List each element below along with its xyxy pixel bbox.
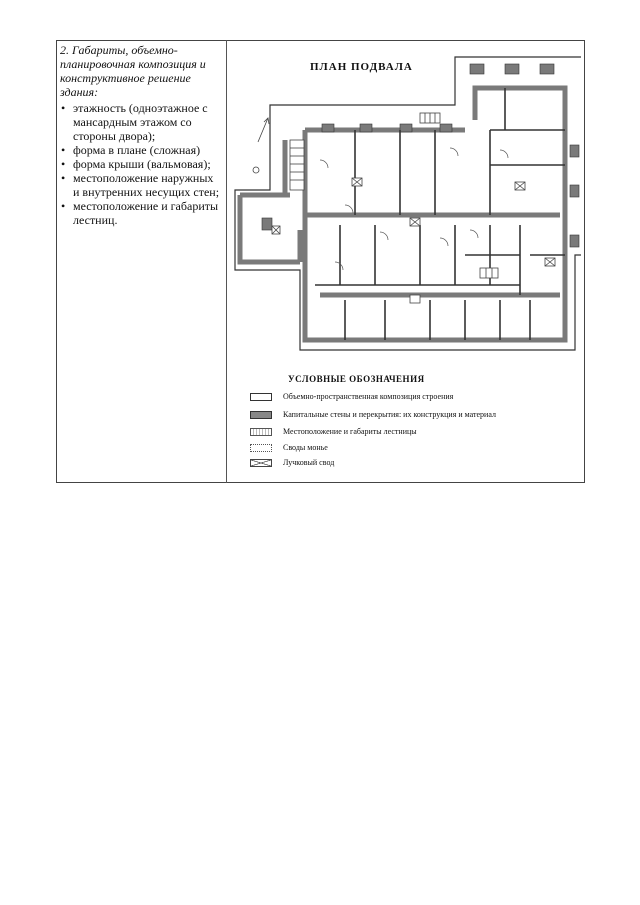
list-item: местоположение наружных и внутренних нес…	[60, 171, 222, 199]
door-swings	[319, 147, 509, 271]
legend-item-vault: Своды моньe	[250, 442, 328, 453]
legend-swatch-stairs	[250, 427, 272, 436]
vault-markers	[271, 177, 556, 304]
legend-item-outline: Объемно-пространственная композиция стро…	[250, 391, 453, 402]
column-divider	[226, 40, 227, 483]
interior-walls	[315, 88, 565, 340]
legend-item-walls: Капитальные стены и перекрытия: их конст…	[250, 409, 496, 420]
north-arrow	[252, 117, 270, 174]
list-item: форма крыши (вальмовая);	[60, 157, 222, 171]
stairs	[289, 112, 499, 279]
legend-label: Лучковый свод	[283, 458, 335, 467]
document-frame	[56, 40, 585, 483]
plan-title: ПЛАН ПОДВАЛА	[310, 61, 413, 73]
feature-list: этажность (одноэтажное с мансардным этаж…	[60, 101, 222, 227]
section-heading: 2. Габариты, объемно-планировочная компо…	[60, 43, 206, 99]
legend-label: Объемно-пространственная композиция стро…	[283, 392, 454, 401]
basement-floor-plan	[234, 56, 581, 351]
buttresses	[261, 63, 580, 248]
list-item: этажность (одноэтажное с мансардным этаж…	[60, 101, 222, 143]
legend-item-stairs: Местоположение и габариты лестницы	[250, 426, 417, 437]
legend-title: УСЛОВНЫЕ ОБОЗНАЧЕНИЯ	[288, 374, 425, 384]
legend-item-cross-vault: Лучковый свод	[250, 457, 334, 468]
legend-swatch-vault	[250, 443, 272, 452]
legend-label: Своды моньe	[283, 443, 328, 452]
legend-swatch-cross-vault	[250, 458, 272, 467]
legend-label: Капитальные стены и перекрытия: их конст…	[283, 410, 496, 419]
legend-label: Местоположение и габариты лестницы	[283, 427, 417, 436]
legend-swatch-walls	[250, 410, 272, 419]
description-column: 2. Габариты, объемно-планировочная компо…	[60, 43, 222, 227]
building-outline	[234, 56, 581, 351]
list-item: форма в плане (сложная)	[60, 143, 222, 157]
legend-swatch-outline	[250, 392, 272, 401]
list-item: местоположение и габариты лестниц.	[60, 199, 222, 227]
